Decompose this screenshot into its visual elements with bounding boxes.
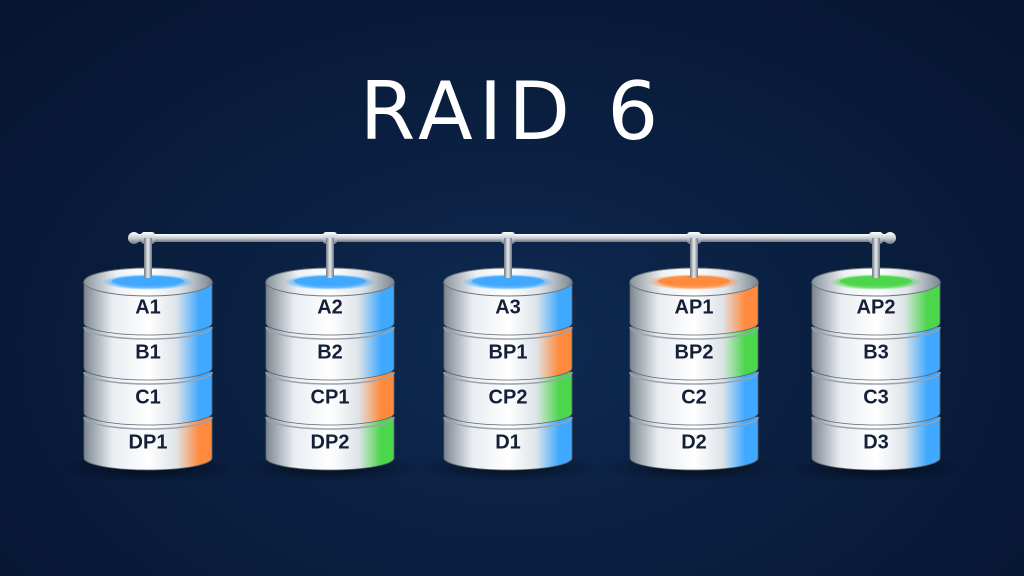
disk-top-core bbox=[840, 276, 912, 286]
disk-block-rim bbox=[265, 371, 395, 385]
disk-block-body bbox=[83, 371, 213, 426]
disk-block-body bbox=[811, 416, 941, 471]
disk-block-body bbox=[83, 326, 213, 381]
disk-block-rim bbox=[629, 371, 759, 385]
disk-block-label: B2 bbox=[317, 342, 343, 364]
disk-1: DP1 C1 B1 A1 bbox=[58, 238, 238, 482]
disk-block-label: AP1 bbox=[675, 297, 714, 319]
disk-block-label: A2 bbox=[317, 297, 343, 319]
disk-block-label: DP1 bbox=[129, 432, 168, 454]
disk-block-label: BP2 bbox=[675, 342, 714, 364]
disk-3: D1 CP2 BP1 A3 bbox=[418, 238, 598, 482]
disk-block-body bbox=[265, 371, 395, 426]
disk-block-label: D2 bbox=[681, 432, 707, 454]
disk-2: DP2 CP1 B2 A2 bbox=[240, 238, 420, 482]
disk-block-label: D1 bbox=[495, 432, 521, 454]
disk-connector bbox=[690, 238, 698, 278]
disk-block-body bbox=[443, 281, 573, 336]
disk-block-label: D3 bbox=[863, 432, 889, 454]
disk-block-label: AP2 bbox=[857, 297, 896, 319]
disk-block-body bbox=[265, 416, 395, 471]
disk-block-body bbox=[629, 416, 759, 471]
disk-block-body bbox=[443, 371, 573, 426]
disk-block-rim bbox=[811, 326, 941, 340]
bus-end-right bbox=[884, 232, 896, 244]
disk-connector bbox=[144, 238, 152, 278]
disk-block-rim bbox=[629, 416, 759, 430]
disk-block-rim bbox=[443, 371, 573, 385]
disk-block: A1 bbox=[83, 280, 213, 336]
disk-block-label: CP1 bbox=[311, 387, 350, 409]
disk-5: D3 C3 B3 AP2 bbox=[786, 238, 966, 482]
disk-top bbox=[265, 267, 395, 297]
disk-block-body bbox=[83, 281, 213, 336]
disk-block-body bbox=[83, 416, 213, 471]
disk-connector bbox=[326, 238, 334, 278]
disk-top-core bbox=[472, 276, 544, 286]
bus-end-left bbox=[128, 232, 140, 244]
disk-connector bbox=[872, 238, 880, 278]
disk-block-label: CP2 bbox=[489, 387, 528, 409]
disk-block-rim bbox=[83, 326, 213, 340]
disk-top-core bbox=[112, 276, 184, 286]
disk-block-body bbox=[629, 326, 759, 381]
disk-block-body bbox=[629, 281, 759, 336]
disk-array: DP1C1B1A1DP2CP1B2A2D1CP2BP1A3D2C2BP2AP1D… bbox=[58, 238, 966, 482]
disk-block-body bbox=[811, 371, 941, 426]
disk-4: D2 C2 BP2 AP1 bbox=[604, 238, 784, 482]
disk-block-body bbox=[265, 326, 395, 381]
disk-block-label: C1 bbox=[135, 387, 161, 409]
disk-block-body bbox=[265, 281, 395, 336]
disk-top bbox=[629, 267, 759, 297]
disk-block-body bbox=[811, 281, 941, 336]
disk-block-rim bbox=[83, 416, 213, 430]
disk-block-body bbox=[443, 326, 573, 381]
disk-top bbox=[811, 267, 941, 297]
disk-block-body bbox=[811, 326, 941, 381]
disk-block-rim bbox=[443, 326, 573, 340]
disk-block-body bbox=[443, 416, 573, 471]
disk-block-rim bbox=[443, 416, 573, 430]
disk-block: AP1 bbox=[629, 280, 759, 336]
disk-block-rim bbox=[629, 326, 759, 340]
disk-block-label: DP2 bbox=[311, 432, 350, 454]
disk-block-body bbox=[629, 371, 759, 426]
disk-block-label: BP1 bbox=[489, 342, 528, 364]
disk-connector bbox=[504, 238, 512, 278]
disk-block-label: B1 bbox=[135, 342, 161, 364]
disk-block-rim bbox=[811, 371, 941, 385]
disk-top bbox=[443, 267, 573, 297]
disk-block-rim bbox=[265, 416, 395, 430]
disk-block-label: B3 bbox=[863, 342, 889, 364]
disk-block-label: A1 bbox=[135, 297, 161, 319]
disk-block-rim bbox=[265, 326, 395, 340]
disk-top bbox=[83, 267, 213, 297]
disk-block-label: C3 bbox=[863, 387, 889, 409]
disk-block-label: C2 bbox=[681, 387, 707, 409]
disk-top-core bbox=[294, 276, 366, 286]
disk-block-label: A3 bbox=[495, 297, 521, 319]
disk-top-core bbox=[658, 276, 730, 286]
disk-block-rim bbox=[83, 371, 213, 385]
disk-block-rim bbox=[811, 416, 941, 430]
diagram-title: RAID 6 bbox=[359, 65, 665, 158]
